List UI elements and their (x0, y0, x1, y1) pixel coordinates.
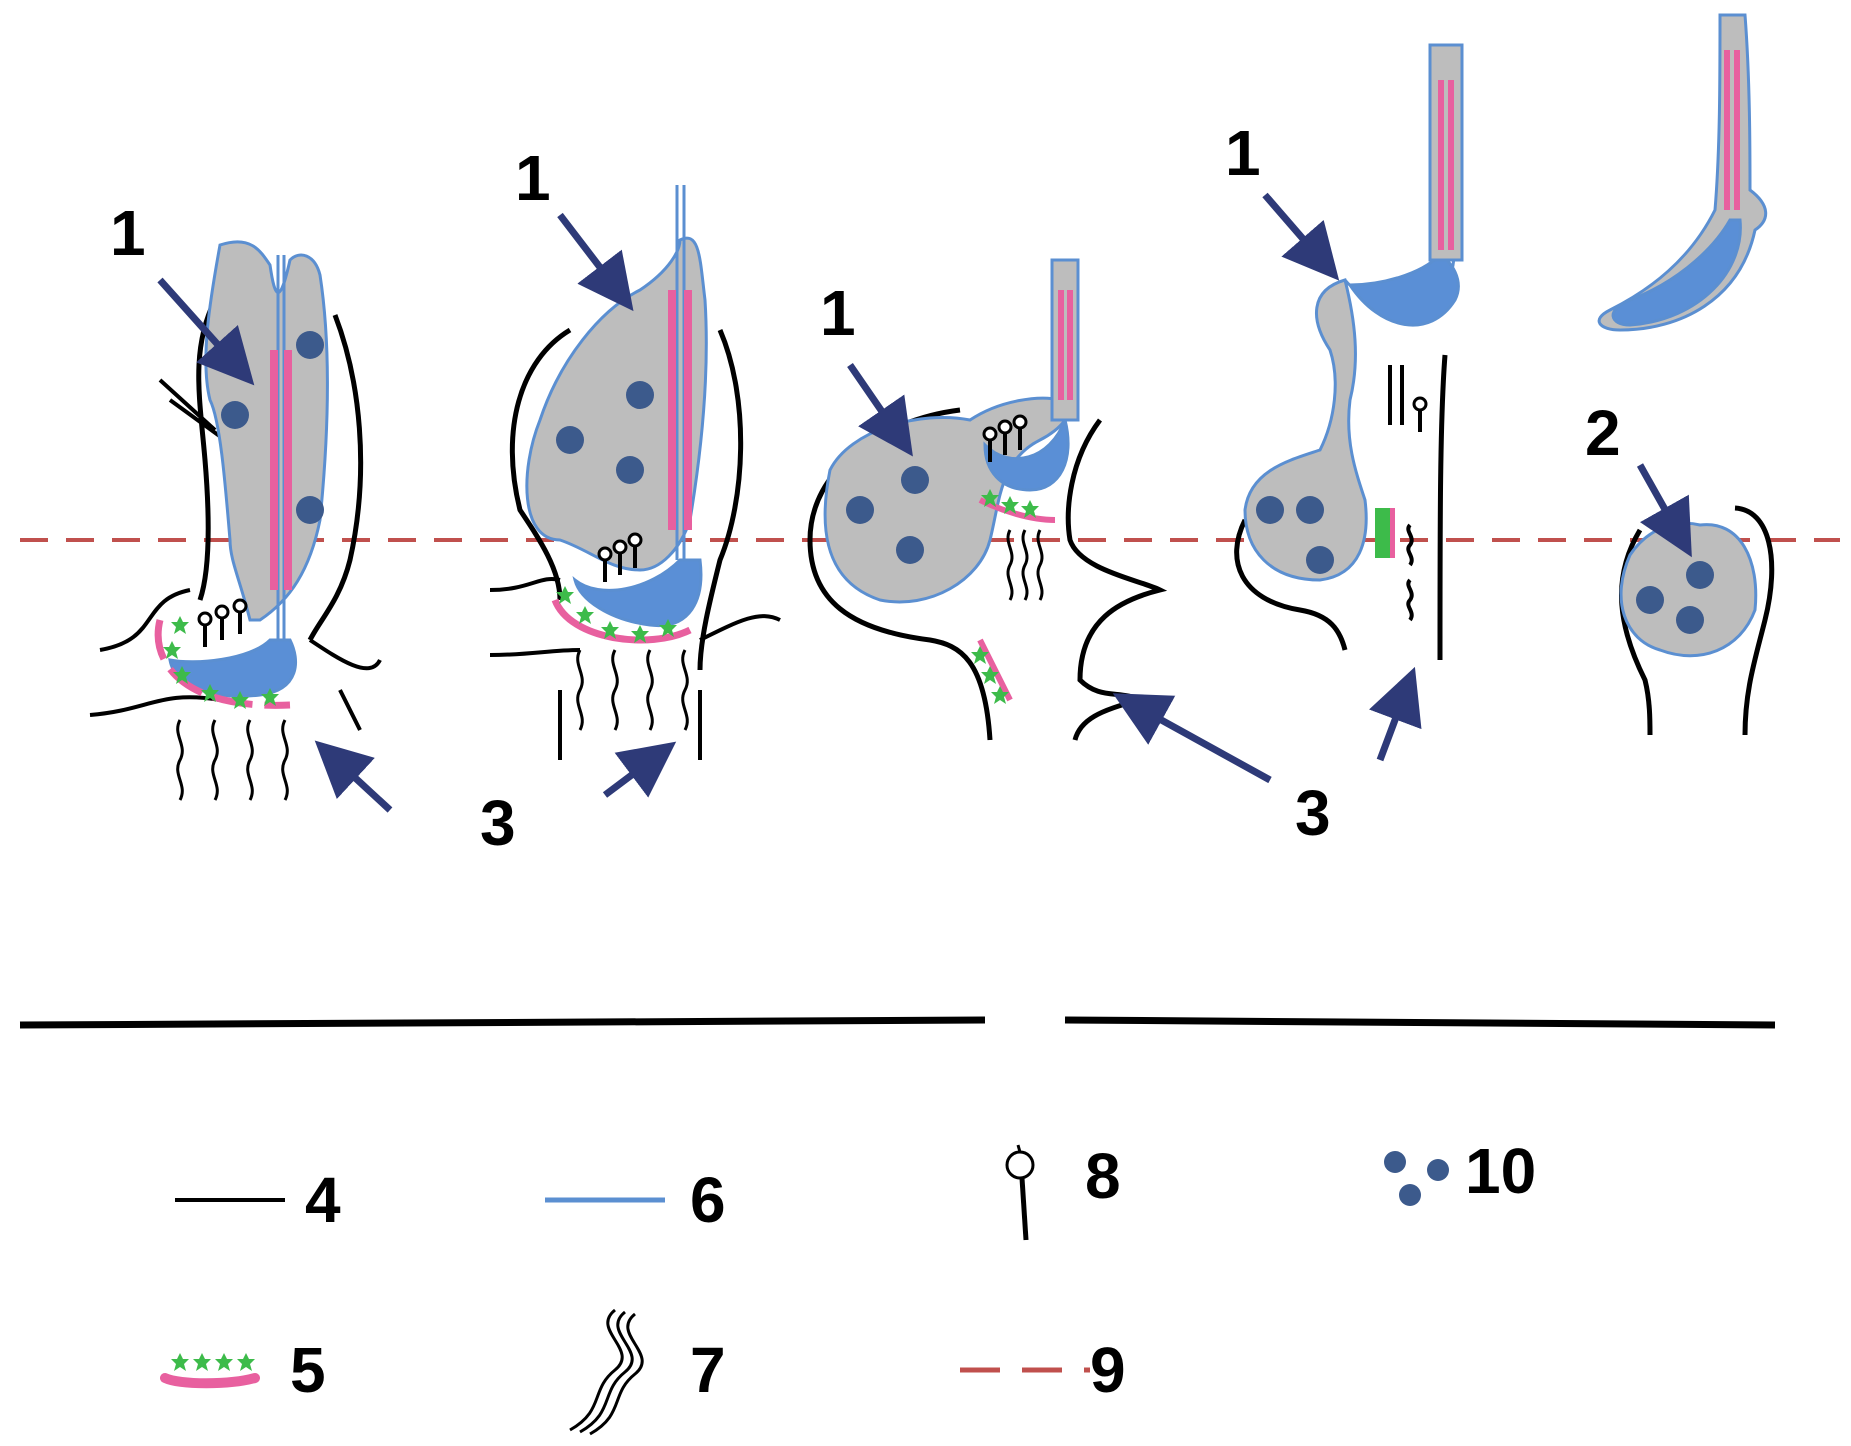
stage-4-cell (1234, 43, 1464, 661)
label-2-stage5: 2 (1585, 397, 1621, 469)
arrow-icon (1262, 192, 1340, 281)
label-3-right: 3 (1295, 777, 1331, 849)
legend-key-9: 9 (1090, 1334, 1126, 1406)
legend-key-5: 5 (290, 1334, 326, 1406)
separator-line-left (19, 1016, 986, 1029)
separator-line-right (1064, 1016, 1776, 1029)
stage-5-cell (1597, 13, 1775, 736)
stage-3-cell (807, 258, 1168, 741)
arrow-icon (157, 277, 255, 386)
stage-2-cell (489, 185, 781, 760)
label-1-stage3: 1 (820, 277, 856, 349)
legend-lollipop-icon (1005, 1144, 1035, 1241)
label-1-stage1: 1 (110, 197, 146, 269)
legend-key-6: 6 (690, 1164, 726, 1236)
legend-key-8: 8 (1085, 1140, 1121, 1212)
arrow-icon (557, 212, 634, 312)
legend-key-4: 4 (305, 1164, 341, 1236)
arrow-icon (314, 740, 393, 813)
legend-wavy-lines-icon (569, 1308, 644, 1436)
arrow-icon (1112, 693, 1272, 784)
arrow-icon (602, 741, 677, 798)
label-1-stage2: 1 (515, 142, 551, 214)
stage-1-cell (89, 240, 382, 801)
legend-key-10: 10 (1465, 1135, 1536, 1207)
label-3-left: 3 (480, 787, 516, 859)
label-1-stage4: 1 (1225, 117, 1261, 189)
arrow-icon (847, 363, 913, 457)
legend-green-pink-band-icon (160, 1353, 260, 1389)
arrow-icon (1369, 666, 1422, 762)
arrow-icon (1636, 463, 1692, 558)
legend-dots-icon (1384, 1151, 1449, 1206)
legend: 4 6 8 10 5 (160, 1135, 1536, 1436)
legend-key-7: 7 (690, 1334, 726, 1406)
